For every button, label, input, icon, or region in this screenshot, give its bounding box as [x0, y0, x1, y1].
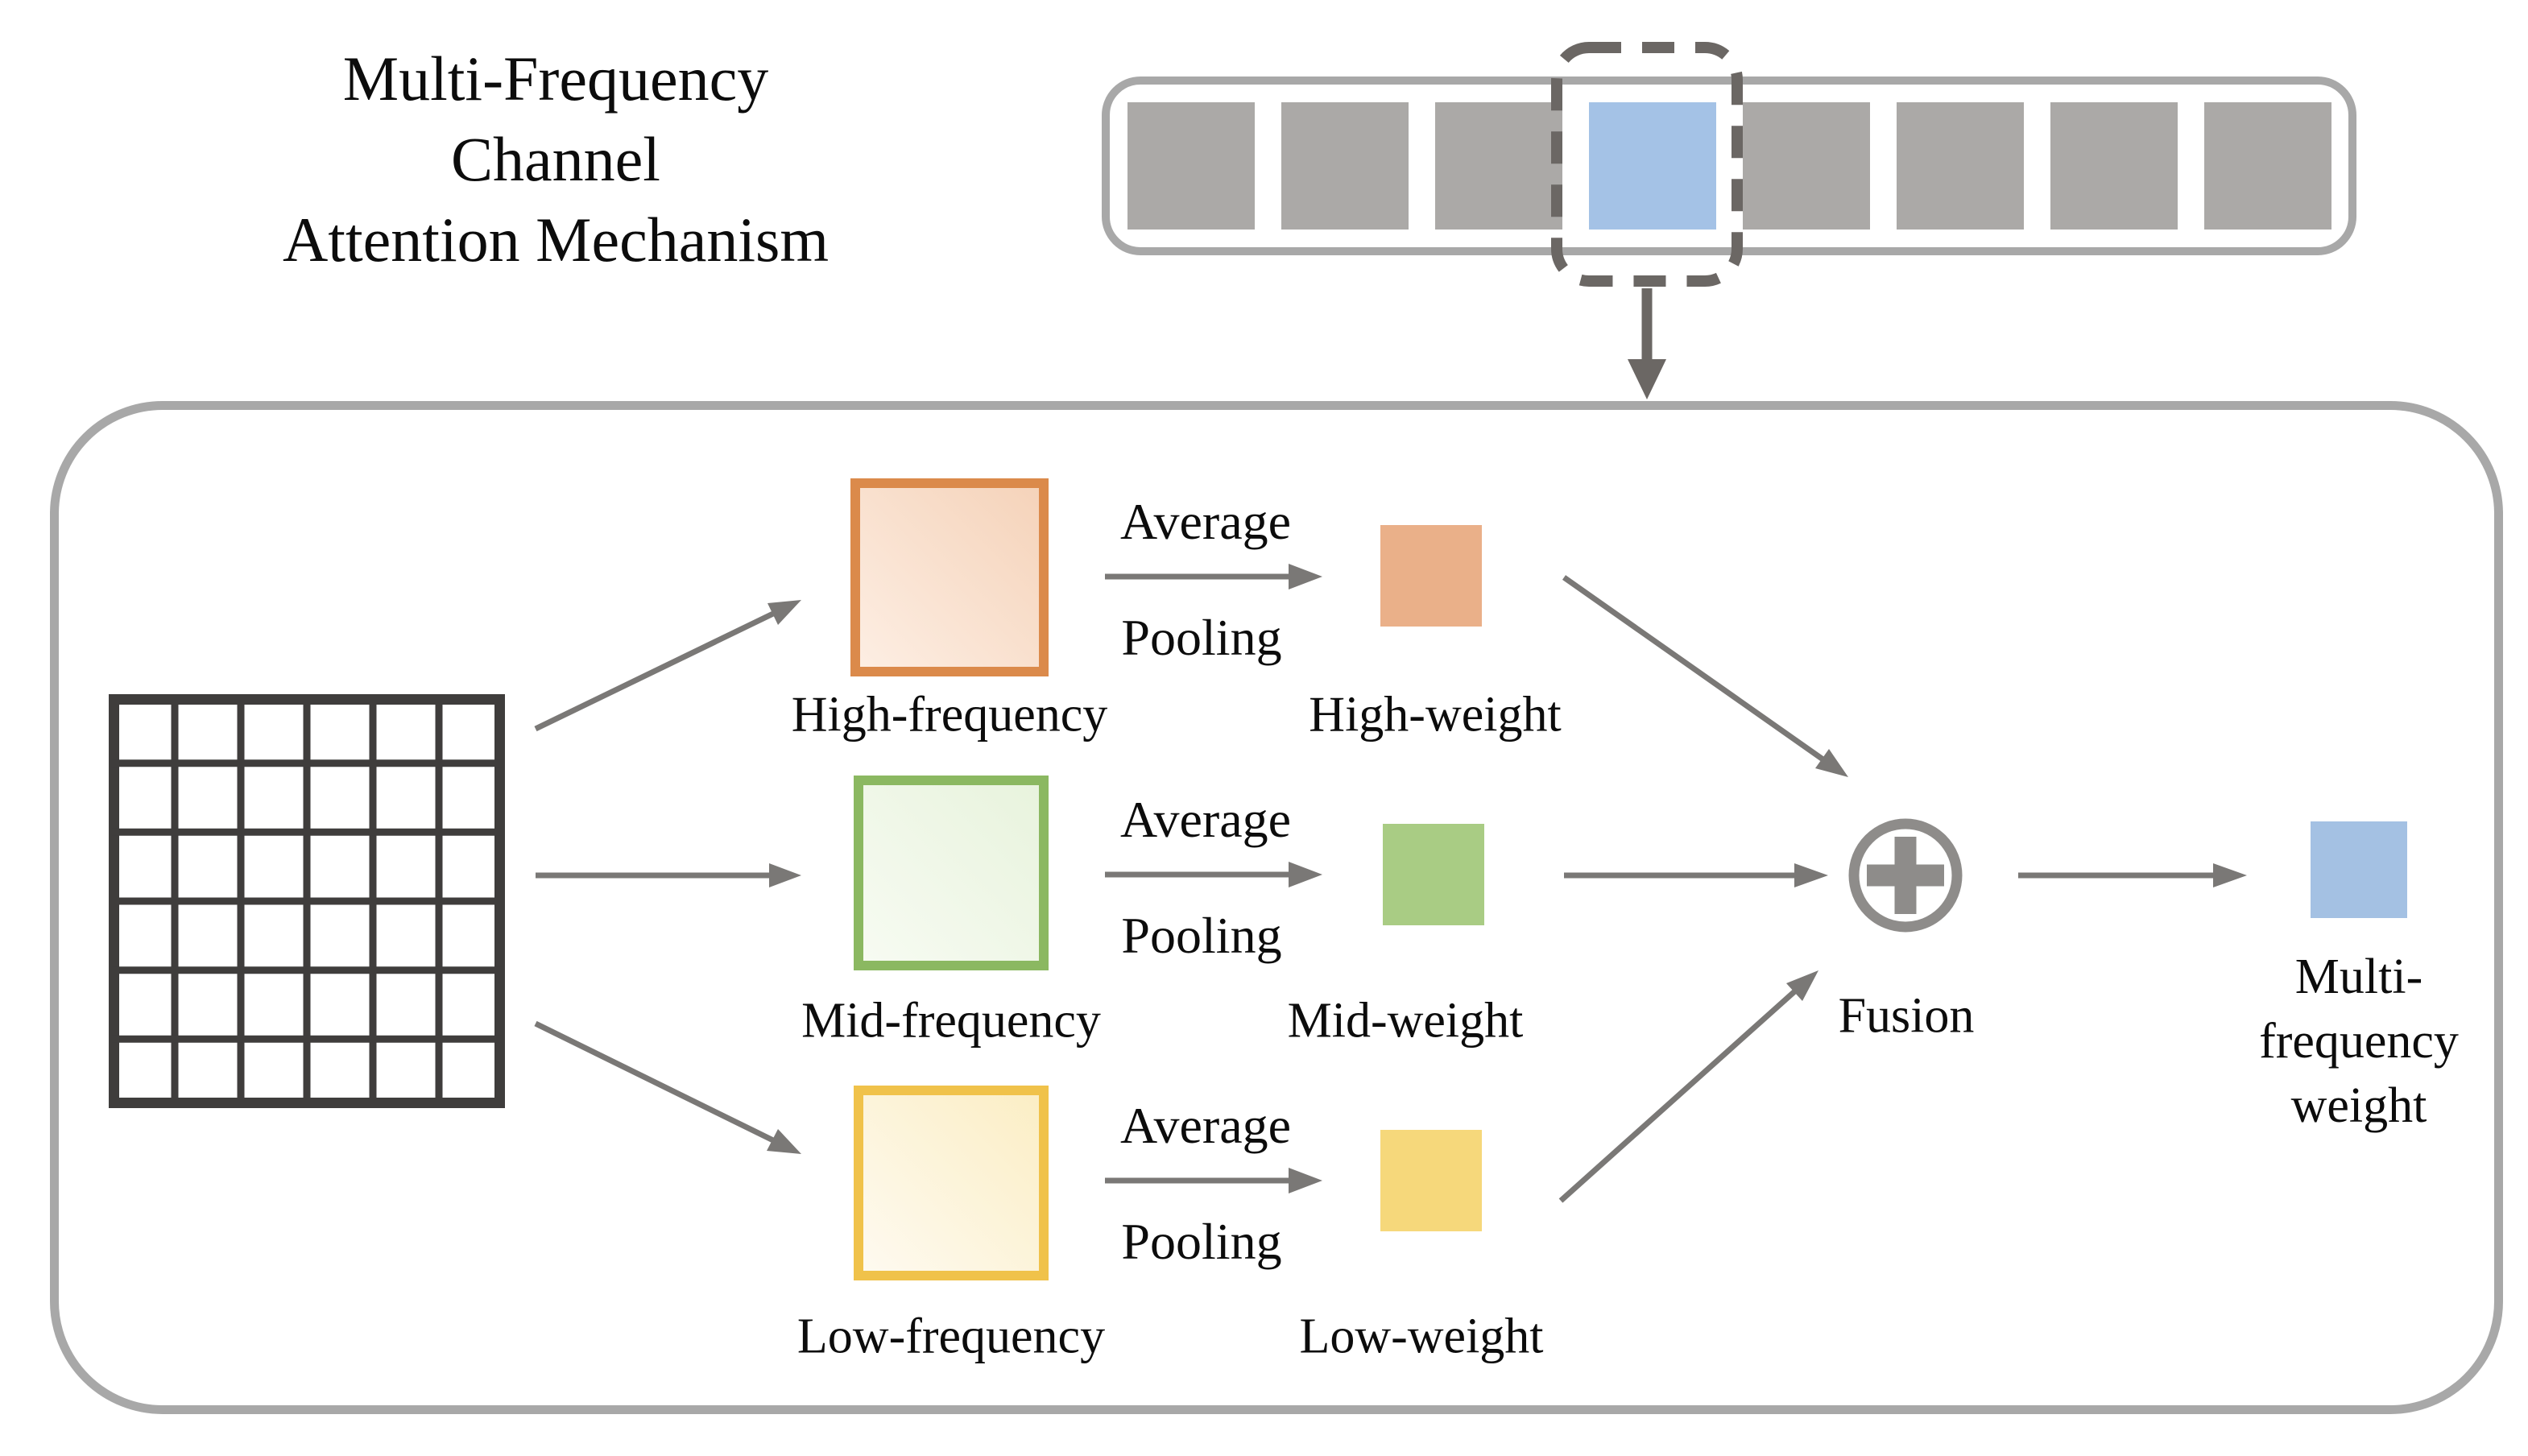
low-weight-label: Low-weight: [1299, 1309, 1544, 1364]
channel-block: [1896, 102, 2024, 230]
mid-weight-square: [1383, 824, 1484, 925]
high-frequency-label: High-frequency: [791, 687, 1108, 742]
mid-frequency-label: Mid-frequency: [801, 993, 1101, 1049]
channel-block: [2050, 102, 2178, 230]
channel-block-selected: [1588, 102, 1716, 230]
channel-bar-blocks: [1102, 77, 2356, 255]
channel-block: [1127, 102, 1255, 230]
output-label-line-3: weight: [2290, 1078, 2427, 1133]
multi-frequency-weight-label: Multi- frequency weight: [2259, 945, 2459, 1138]
output-label-line-1: Multi-: [2294, 949, 2423, 1004]
channel-block: [1434, 102, 1562, 230]
figure-title: Multi-Frequency Channel Attention Mechan…: [283, 39, 829, 280]
high-weight-label: High-weight: [1309, 687, 1562, 742]
channel-block: [1742, 102, 1870, 230]
pooling-average-label-mid: Average: [1120, 791, 1291, 848]
high-weight-square: [1380, 525, 1482, 627]
high-frequency-box: [850, 478, 1049, 676]
pooling-pooling-label-mid: Pooling: [1121, 907, 1282, 964]
pooling-pooling-label-low: Pooling: [1121, 1213, 1282, 1270]
low-frequency-label: Low-frequency: [796, 1309, 1106, 1364]
mid-frequency-box: [854, 776, 1049, 970]
pooling-pooling-label-high: Pooling: [1121, 609, 1282, 666]
pooling-average-label-low: Average: [1120, 1097, 1291, 1154]
title-line-3: Attention Mechanism: [282, 205, 830, 275]
output-label-line-2: frequency: [2259, 1014, 2459, 1069]
mid-weight-label: Mid-weight: [1287, 993, 1524, 1049]
title-line-2: Channel: [451, 124, 660, 194]
low-weight-square: [1380, 1130, 1482, 1231]
low-frequency-box: [854, 1086, 1049, 1280]
channel-block: [2203, 102, 2331, 230]
channel-block: [1281, 102, 1409, 230]
multi-frequency-weight-square: [2311, 821, 2407, 918]
fusion-label: Fusion: [1838, 988, 1975, 1044]
pooling-average-label-high: Average: [1120, 493, 1291, 550]
down-arrow-icon: [1628, 288, 1666, 399]
title-line-1: Multi-Frequency: [342, 43, 769, 114]
